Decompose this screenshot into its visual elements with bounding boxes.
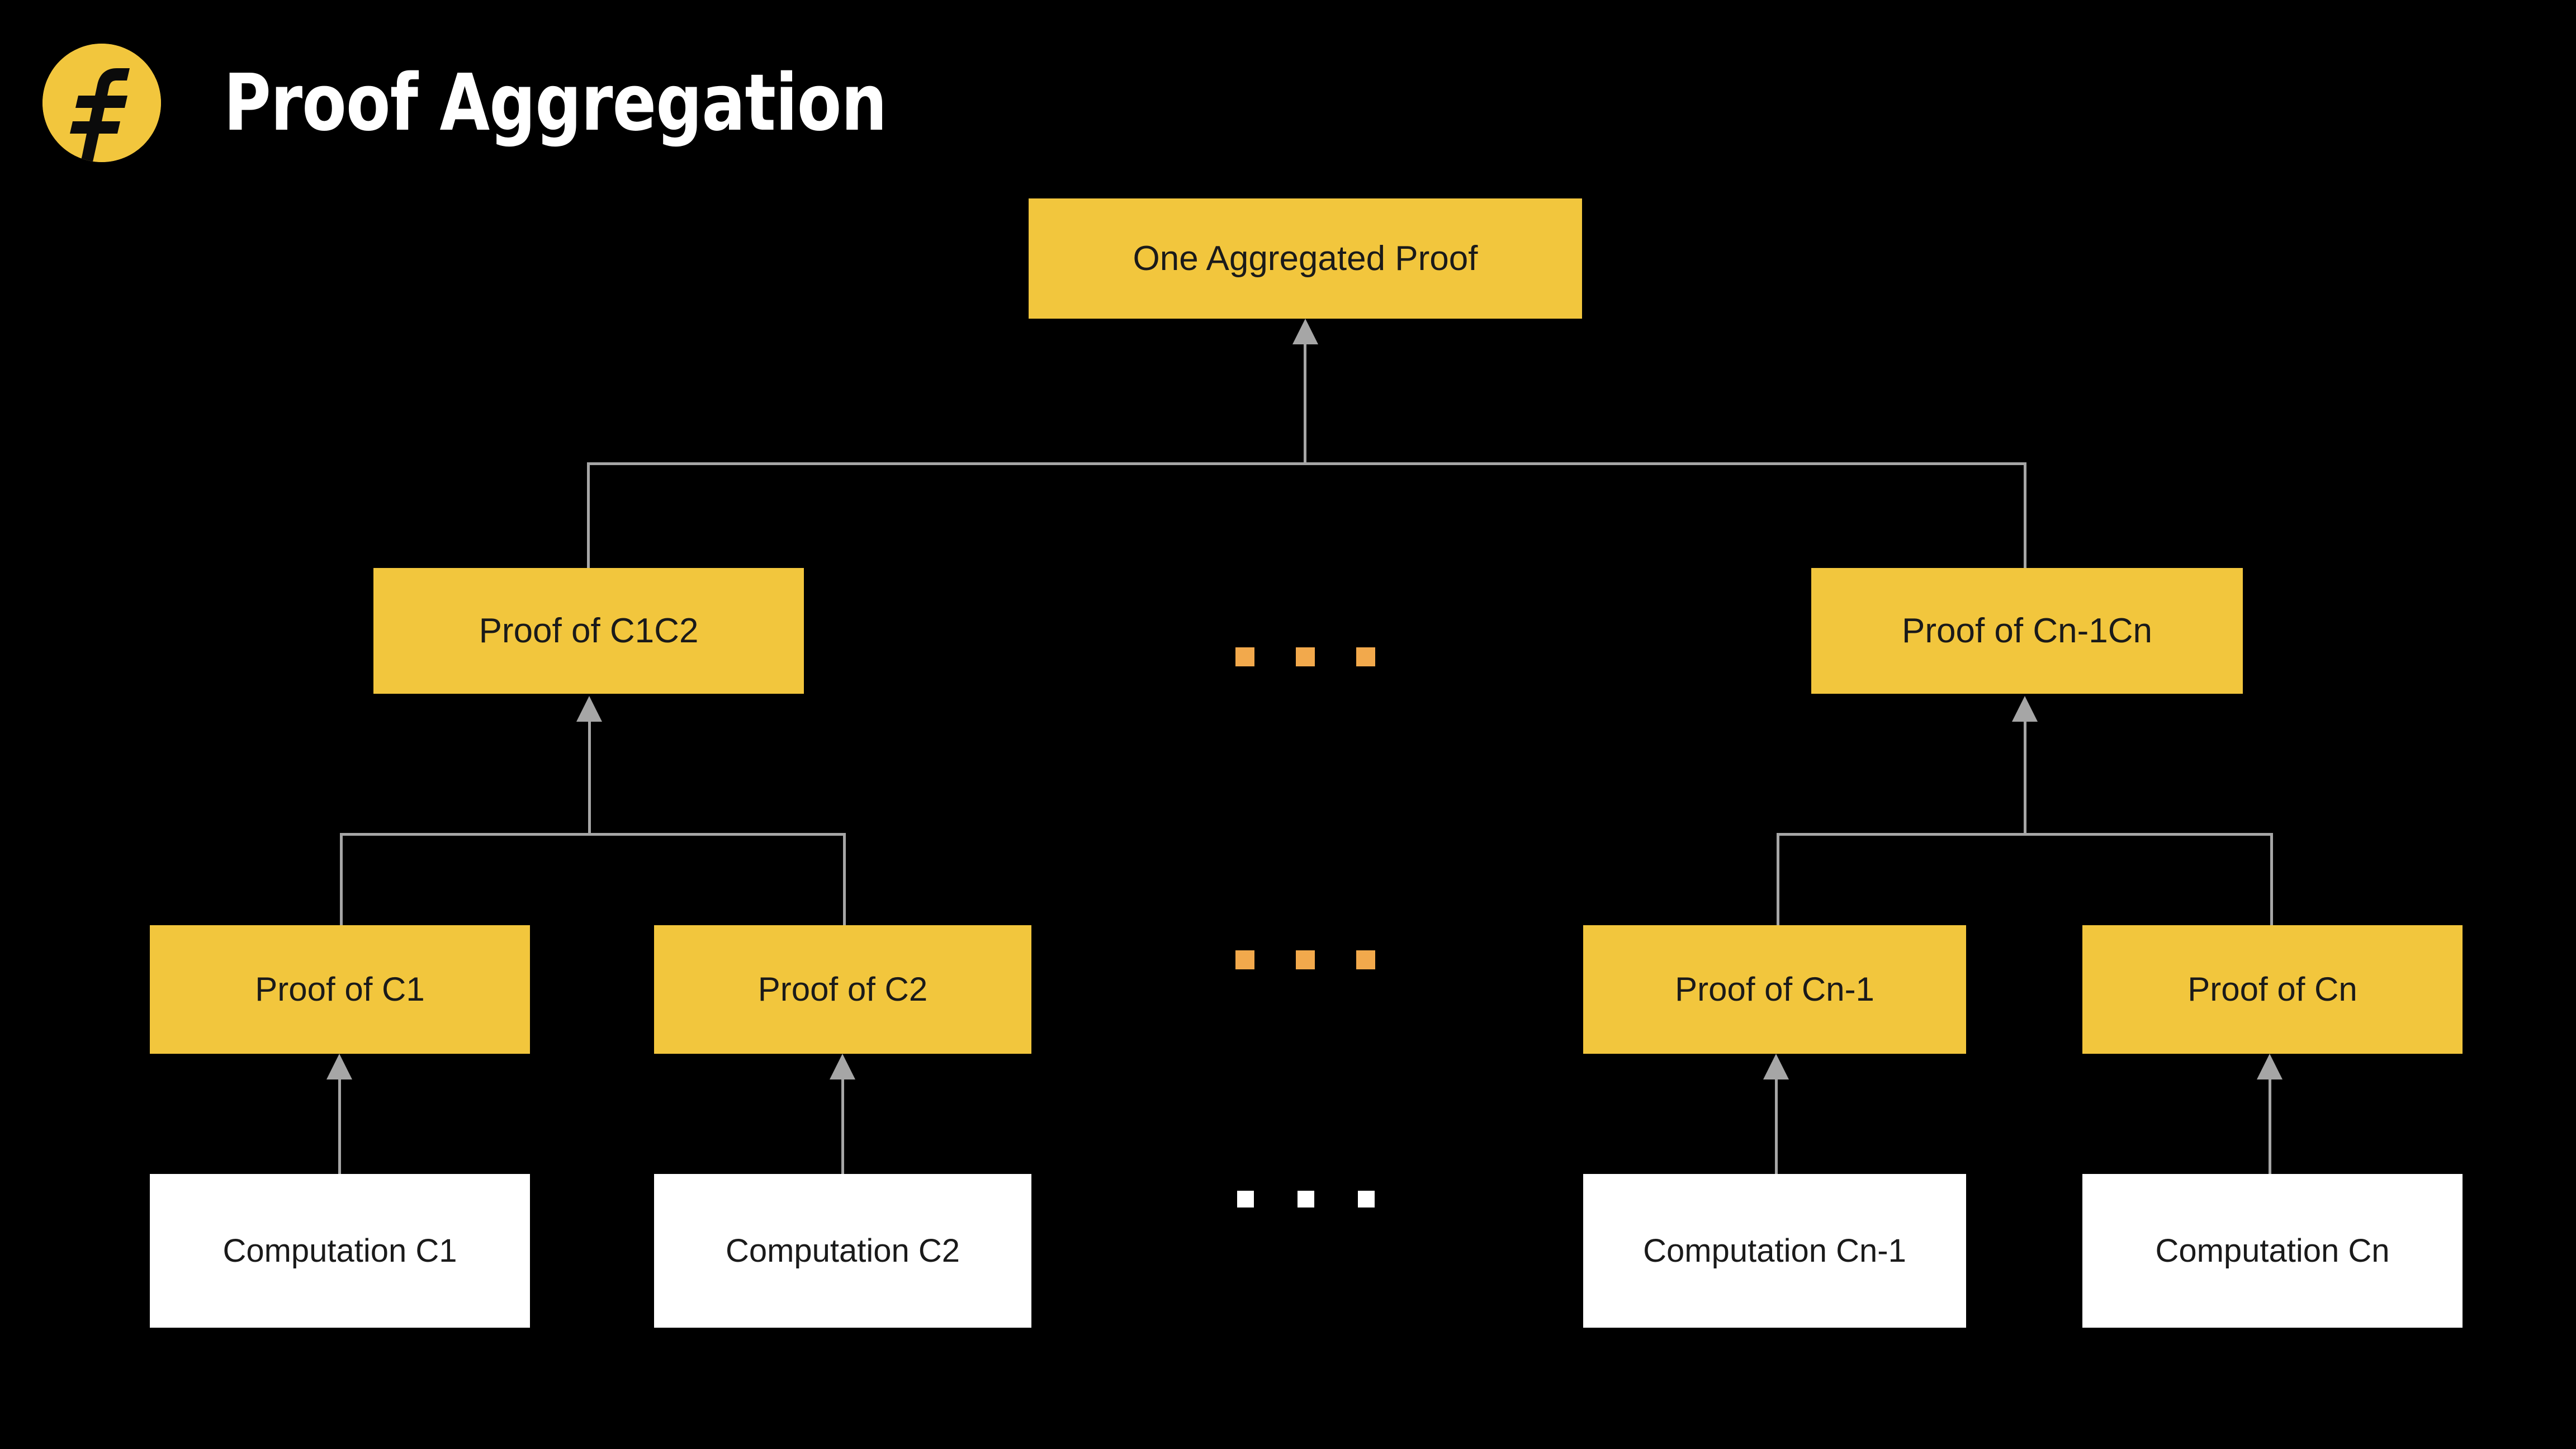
node-computation-c2[interactable]: Computation C2 (654, 1174, 1031, 1328)
node-proof-cn1cn[interactable]: Proof of Cn-1Cn (1811, 568, 2243, 694)
filecoin-f-logo-icon (42, 44, 161, 162)
node-label: Proof of Cn-1Cn (1902, 611, 2152, 650)
connector-left-group-stem (588, 720, 591, 835)
ellipsis-dot (1358, 1191, 1375, 1208)
ellipsis-dot (1356, 647, 1375, 666)
node-label: Computation C1 (222, 1232, 457, 1269)
connector-left-bracket-drop-c1 (340, 833, 343, 927)
node-label: Proof of C1C2 (479, 611, 699, 650)
ellipsis-dot (1298, 1191, 1314, 1208)
node-label: Computation Cn (2155, 1232, 2390, 1269)
ellipsis-dot (1356, 950, 1375, 969)
arrow-head-comp-c1 (326, 1054, 352, 1079)
connector-comp-cn1 (1775, 1078, 1778, 1176)
connector-right-bracket-drop-cn1 (1777, 833, 1779, 927)
connector-left-bracket-drop-c2 (843, 833, 846, 927)
node-label: One Aggregated Proof (1133, 239, 1478, 278)
arrow-head-comp-cn1 (1763, 1054, 1789, 1079)
ellipsis-dot (1237, 1191, 1254, 1208)
ellipsis-level3 (1235, 950, 1375, 969)
node-proof-c1[interactable]: Proof of C1 (150, 925, 530, 1054)
node-proof-cn-1[interactable]: Proof of Cn-1 (1583, 925, 1966, 1054)
ellipsis-dot (1296, 950, 1315, 969)
ellipsis-dot (1296, 647, 1315, 666)
connector-comp-c2 (841, 1078, 844, 1176)
node-label: Proof of C1 (255, 970, 425, 1008)
slide-header: Proof Aggregation (0, 0, 2576, 184)
node-proof-c2[interactable]: Proof of C2 (654, 925, 1031, 1054)
connector-top-drop-left (587, 462, 590, 569)
node-label: Computation C2 (725, 1232, 960, 1269)
node-aggregated-proof[interactable]: One Aggregated Proof (1029, 198, 1582, 319)
connector-right-group-stem (2024, 720, 2026, 835)
node-proof-c1c2[interactable]: Proof of C1C2 (373, 568, 804, 694)
node-proof-cn[interactable]: Proof of Cn (2082, 925, 2463, 1054)
ellipsis-dot (1235, 647, 1254, 666)
ellipsis-level4 (1237, 1191, 1375, 1208)
connector-comp-cn (2269, 1078, 2271, 1176)
page-title: Proof Aggregation (224, 58, 887, 149)
arrow-head-left-group (576, 696, 602, 722)
connector-comp-c1 (338, 1078, 341, 1176)
node-computation-cn-1[interactable]: Computation Cn-1 (1583, 1174, 1966, 1328)
connector-left-bracket (340, 833, 846, 836)
node-label: Proof of C2 (757, 970, 928, 1008)
connector-root-stem (1304, 343, 1306, 464)
ellipsis-dot (1235, 950, 1254, 969)
node-label: Computation Cn-1 (1643, 1232, 1906, 1269)
node-computation-cn[interactable]: Computation Cn (2082, 1174, 2463, 1328)
connector-right-bracket (1777, 833, 2273, 836)
arrow-head-right-group (2012, 696, 2038, 722)
arrow-head-comp-cn (2257, 1054, 2283, 1079)
arrow-head-root (1292, 319, 1318, 344)
connector-right-bracket-drop-cn (2270, 833, 2273, 927)
node-label: Proof of Cn (2187, 970, 2357, 1008)
arrow-head-comp-c2 (830, 1054, 855, 1079)
connector-top-bracket (587, 462, 2024, 465)
node-computation-c1[interactable]: Computation C1 (150, 1174, 530, 1328)
connector-top-drop-right (2024, 462, 2026, 569)
ellipsis-level2 (1235, 647, 1375, 666)
node-label: Proof of Cn-1 (1675, 970, 1874, 1008)
